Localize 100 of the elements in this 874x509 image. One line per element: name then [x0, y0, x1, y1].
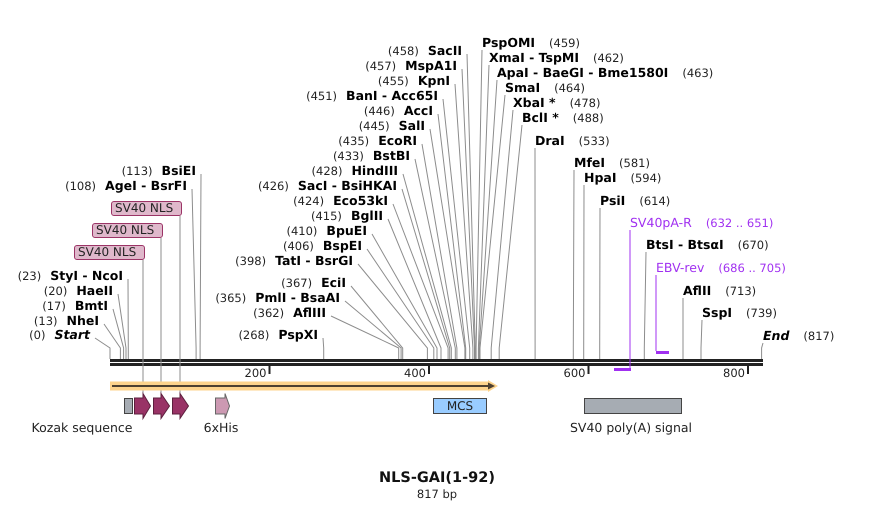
leader-line	[112, 308, 124, 360]
leader-line	[344, 300, 402, 360]
enzyme-name: BspEI	[322, 238, 362, 253]
site-position: (817)	[803, 329, 834, 343]
leader-line	[322, 338, 324, 360]
enzyme-name: BstBI	[372, 148, 410, 163]
enzyme-name: EciI	[321, 275, 346, 290]
enzyme-name: BpuEI	[326, 223, 367, 238]
site-position: (428)	[312, 164, 342, 178]
leader-line	[366, 248, 434, 360]
enzyme-name: AflIII	[293, 305, 326, 320]
leader-line	[104, 324, 121, 360]
site-position: (455)	[378, 74, 409, 88]
enzyme-name: ApaI - BaeGI - Bme1580I	[497, 65, 668, 80]
map-title: NLS-GAI(1-92)	[379, 470, 495, 486]
enzyme-name: HaeII	[76, 283, 113, 298]
leader-line	[330, 316, 400, 360]
site-position: (365)	[215, 291, 246, 305]
enzyme-name: XmaI - TspMI	[489, 50, 579, 65]
feature-tag: SV40 NLS	[74, 245, 145, 260]
leader-line	[160, 238, 162, 394]
sequence-length: 817 bp	[416, 486, 458, 502]
leader-line	[476, 50, 482, 360]
site-position: (713)	[725, 284, 756, 298]
leader-line	[358, 264, 428, 360]
map-end-label: Start	[54, 327, 90, 342]
leader-line	[142, 260, 144, 394]
enzyme-name: MspA1I	[405, 58, 457, 73]
enzyme-name: SacI - BsiHKAI	[298, 178, 397, 193]
leader-line	[438, 114, 466, 360]
site-position: (614)	[639, 194, 670, 208]
leader-line	[200, 174, 202, 360]
enzyme-name: BanI - Acc65I	[346, 88, 438, 103]
site-position: (406)	[282, 239, 314, 253]
site-position: (451)	[306, 89, 338, 103]
enzyme-name: PsiI	[600, 193, 626, 208]
site-position: (533)	[578, 134, 610, 148]
site-position: (113)	[122, 164, 153, 178]
leader-line	[478, 80, 498, 360]
feature-box	[124, 398, 133, 414]
site-position: (410)	[286, 224, 318, 238]
site-position: (581)	[619, 156, 650, 170]
site-position: (415)	[311, 209, 342, 223]
primer-range: (686 .. 705)	[718, 261, 786, 275]
feature-tag: SV40 NLS	[111, 201, 182, 216]
enzyme-name: SacII	[428, 43, 462, 58]
leader-line	[682, 298, 684, 360]
leader-line	[644, 252, 646, 360]
enzyme-name: PspXI	[278, 327, 318, 342]
feature-tag: SV40 NLS	[92, 223, 163, 238]
site-position: (446)	[364, 104, 395, 118]
leader-line	[480, 94, 506, 360]
enzyme-name: BsiEI	[162, 163, 196, 178]
leader-line	[128, 278, 129, 360]
leader-line	[350, 286, 404, 360]
feature-box: MCS	[433, 398, 487, 414]
enzyme-name: KpnI	[418, 73, 450, 88]
site-position: (0)	[29, 328, 46, 342]
enzyme-name: EcoRI	[378, 133, 417, 148]
leader-line	[534, 148, 536, 360]
site-position: (739)	[746, 306, 777, 320]
site-position: (433)	[332, 149, 364, 163]
leader-line	[478, 64, 490, 360]
site-position: (458)	[388, 44, 419, 58]
enzyme-name: BtsI - BtsαI	[646, 237, 724, 252]
primer-bar	[614, 368, 631, 371]
leader-line	[118, 294, 126, 360]
enzyme-name: DraI	[535, 133, 565, 148]
enzyme-name: XbaI *	[513, 95, 556, 110]
scale-label: 600	[564, 365, 586, 381]
site-position: (445)	[358, 119, 390, 133]
leader-line	[761, 342, 764, 360]
leader-line	[422, 144, 458, 360]
leader-line	[572, 170, 574, 360]
leader-line	[583, 184, 584, 360]
primer-bar	[656, 351, 669, 354]
enzyme-name: NheI	[66, 313, 99, 328]
enzyme-name: TatI - BsrGI	[275, 253, 353, 268]
feature-label: SV40 poly(A) signal	[570, 420, 692, 436]
site-position: (367)	[281, 276, 312, 290]
enzyme-name: HindIII	[351, 163, 398, 178]
leader-line	[94, 338, 110, 360]
leader-line	[388, 218, 442, 360]
enzyme-name: BclI *	[522, 110, 559, 125]
enzyme-name: SspI	[702, 305, 732, 320]
leader-line	[392, 204, 449, 360]
enzyme-name: Eco53kI	[333, 193, 388, 208]
site-position: (398)	[235, 254, 266, 268]
leader-line	[430, 128, 466, 360]
site-position: (488)	[572, 111, 604, 125]
feature-pentagon	[134, 393, 151, 419]
site-position: (462)	[592, 51, 624, 65]
site-position: (435)	[338, 134, 370, 148]
enzyme-name: AflII	[683, 283, 712, 298]
site-position: (13)	[34, 314, 58, 328]
site-position: (478)	[570, 96, 600, 110]
site-position: (362)	[253, 306, 284, 320]
site-position: (17)	[42, 299, 66, 313]
leader-line	[466, 54, 476, 360]
scale-label: 400	[404, 365, 426, 381]
